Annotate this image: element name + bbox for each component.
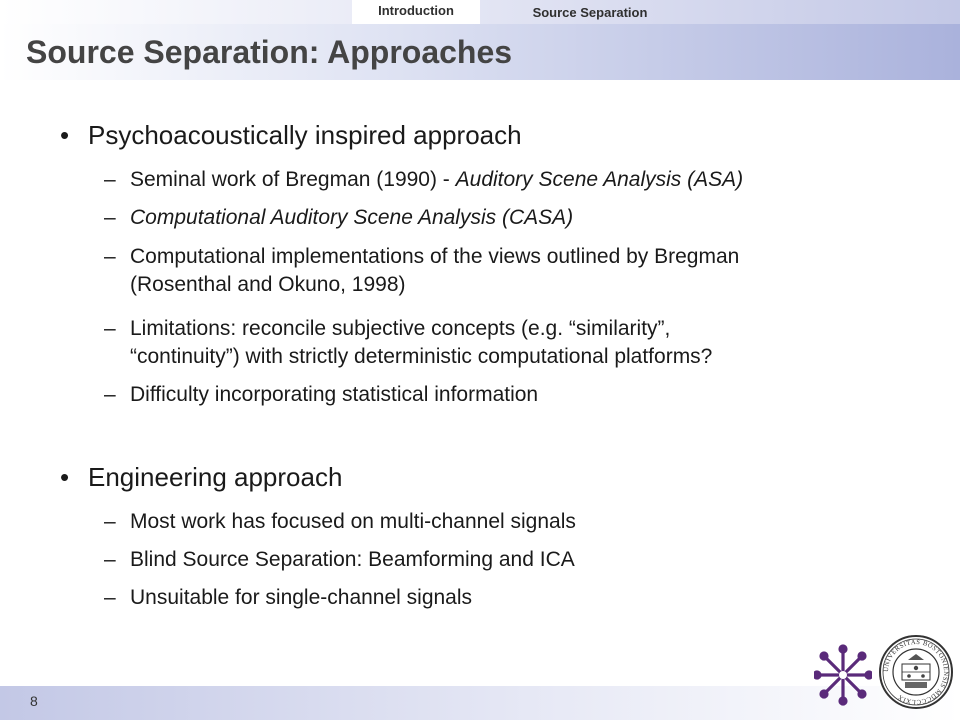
dash-icon: –: [104, 168, 116, 191]
bullet-dot-icon: •: [60, 462, 70, 492]
sub-text-line: “continuity”) with strictly deterministi…: [130, 345, 713, 368]
bullet-text: Psychoacoustically inspired approach: [88, 120, 522, 150]
sub-item: – Seminal work of Bregman (1990) - Audit…: [104, 166, 924, 194]
sub-item: – Computational implementations of the v…: [104, 243, 924, 299]
sub-text-italic: Computational Auditory Scene Analysis (C…: [130, 206, 574, 229]
nav-tab-introduction[interactable]: Introduction: [352, 0, 480, 24]
sub-item: – Difficulty incorporating statistical i…: [104, 381, 924, 409]
sub-text-line: (Rosenthal and Okuno, 1998): [130, 273, 406, 296]
sub-item: – Computational Auditory Scene Analysis …: [104, 204, 924, 232]
burst-star-logo-icon: [814, 644, 872, 706]
university-seal-icon: UNIVERSITAS BOSTONIENSIS MDCCCLXIX: [879, 635, 953, 709]
sub-item: – Blind Source Separation: Beamforming a…: [104, 546, 924, 574]
sub-text-italic: Auditory Scene Analysis (ASA): [455, 168, 744, 191]
sub-item-text: Seminal work of Bregman (1990) - Auditor…: [130, 166, 924, 194]
sub-item: – Unsuitable for single-channel signals: [104, 584, 924, 612]
sub-item-text: Unsuitable for single-channel signals: [130, 586, 473, 609]
title-band: [0, 24, 960, 80]
dash-icon: –: [104, 586, 116, 609]
slide-title: Source Separation: Approaches: [26, 34, 513, 70]
dash-icon: –: [104, 383, 116, 406]
dash-icon: –: [104, 206, 116, 229]
dash-icon: –: [104, 510, 116, 533]
nav-tab-source-separation[interactable]: Source Separation: [532, 5, 648, 20]
sub-item-text: Most work has focused on multi-channel s…: [130, 510, 576, 533]
page-number: 8: [30, 693, 38, 709]
top-navigation-bar: [0, 0, 960, 24]
sub-item-text: Difficulty incorporating statistical inf…: [130, 383, 539, 406]
sub-text-line: Computational implementations of the vie…: [130, 245, 740, 268]
sub-item: – Limitations: reconcile subjective conc…: [104, 315, 924, 371]
sub-text-line: Limitations: reconcile subjective concep…: [130, 317, 671, 340]
sub-item-text: Blind Source Separation: Beamforming and…: [130, 548, 575, 571]
bullet-dot-icon: •: [60, 120, 70, 150]
dash-icon: –: [104, 317, 116, 340]
bottom-bar: [0, 686, 960, 720]
bullet-text: Engineering approach: [88, 462, 343, 492]
sub-item: – Most work has focused on multi-channel…: [104, 508, 924, 536]
dash-icon: –: [104, 548, 116, 571]
sub-text-regular: Seminal work of Bregman (1990) -: [130, 168, 456, 191]
dash-icon: –: [104, 245, 116, 268]
